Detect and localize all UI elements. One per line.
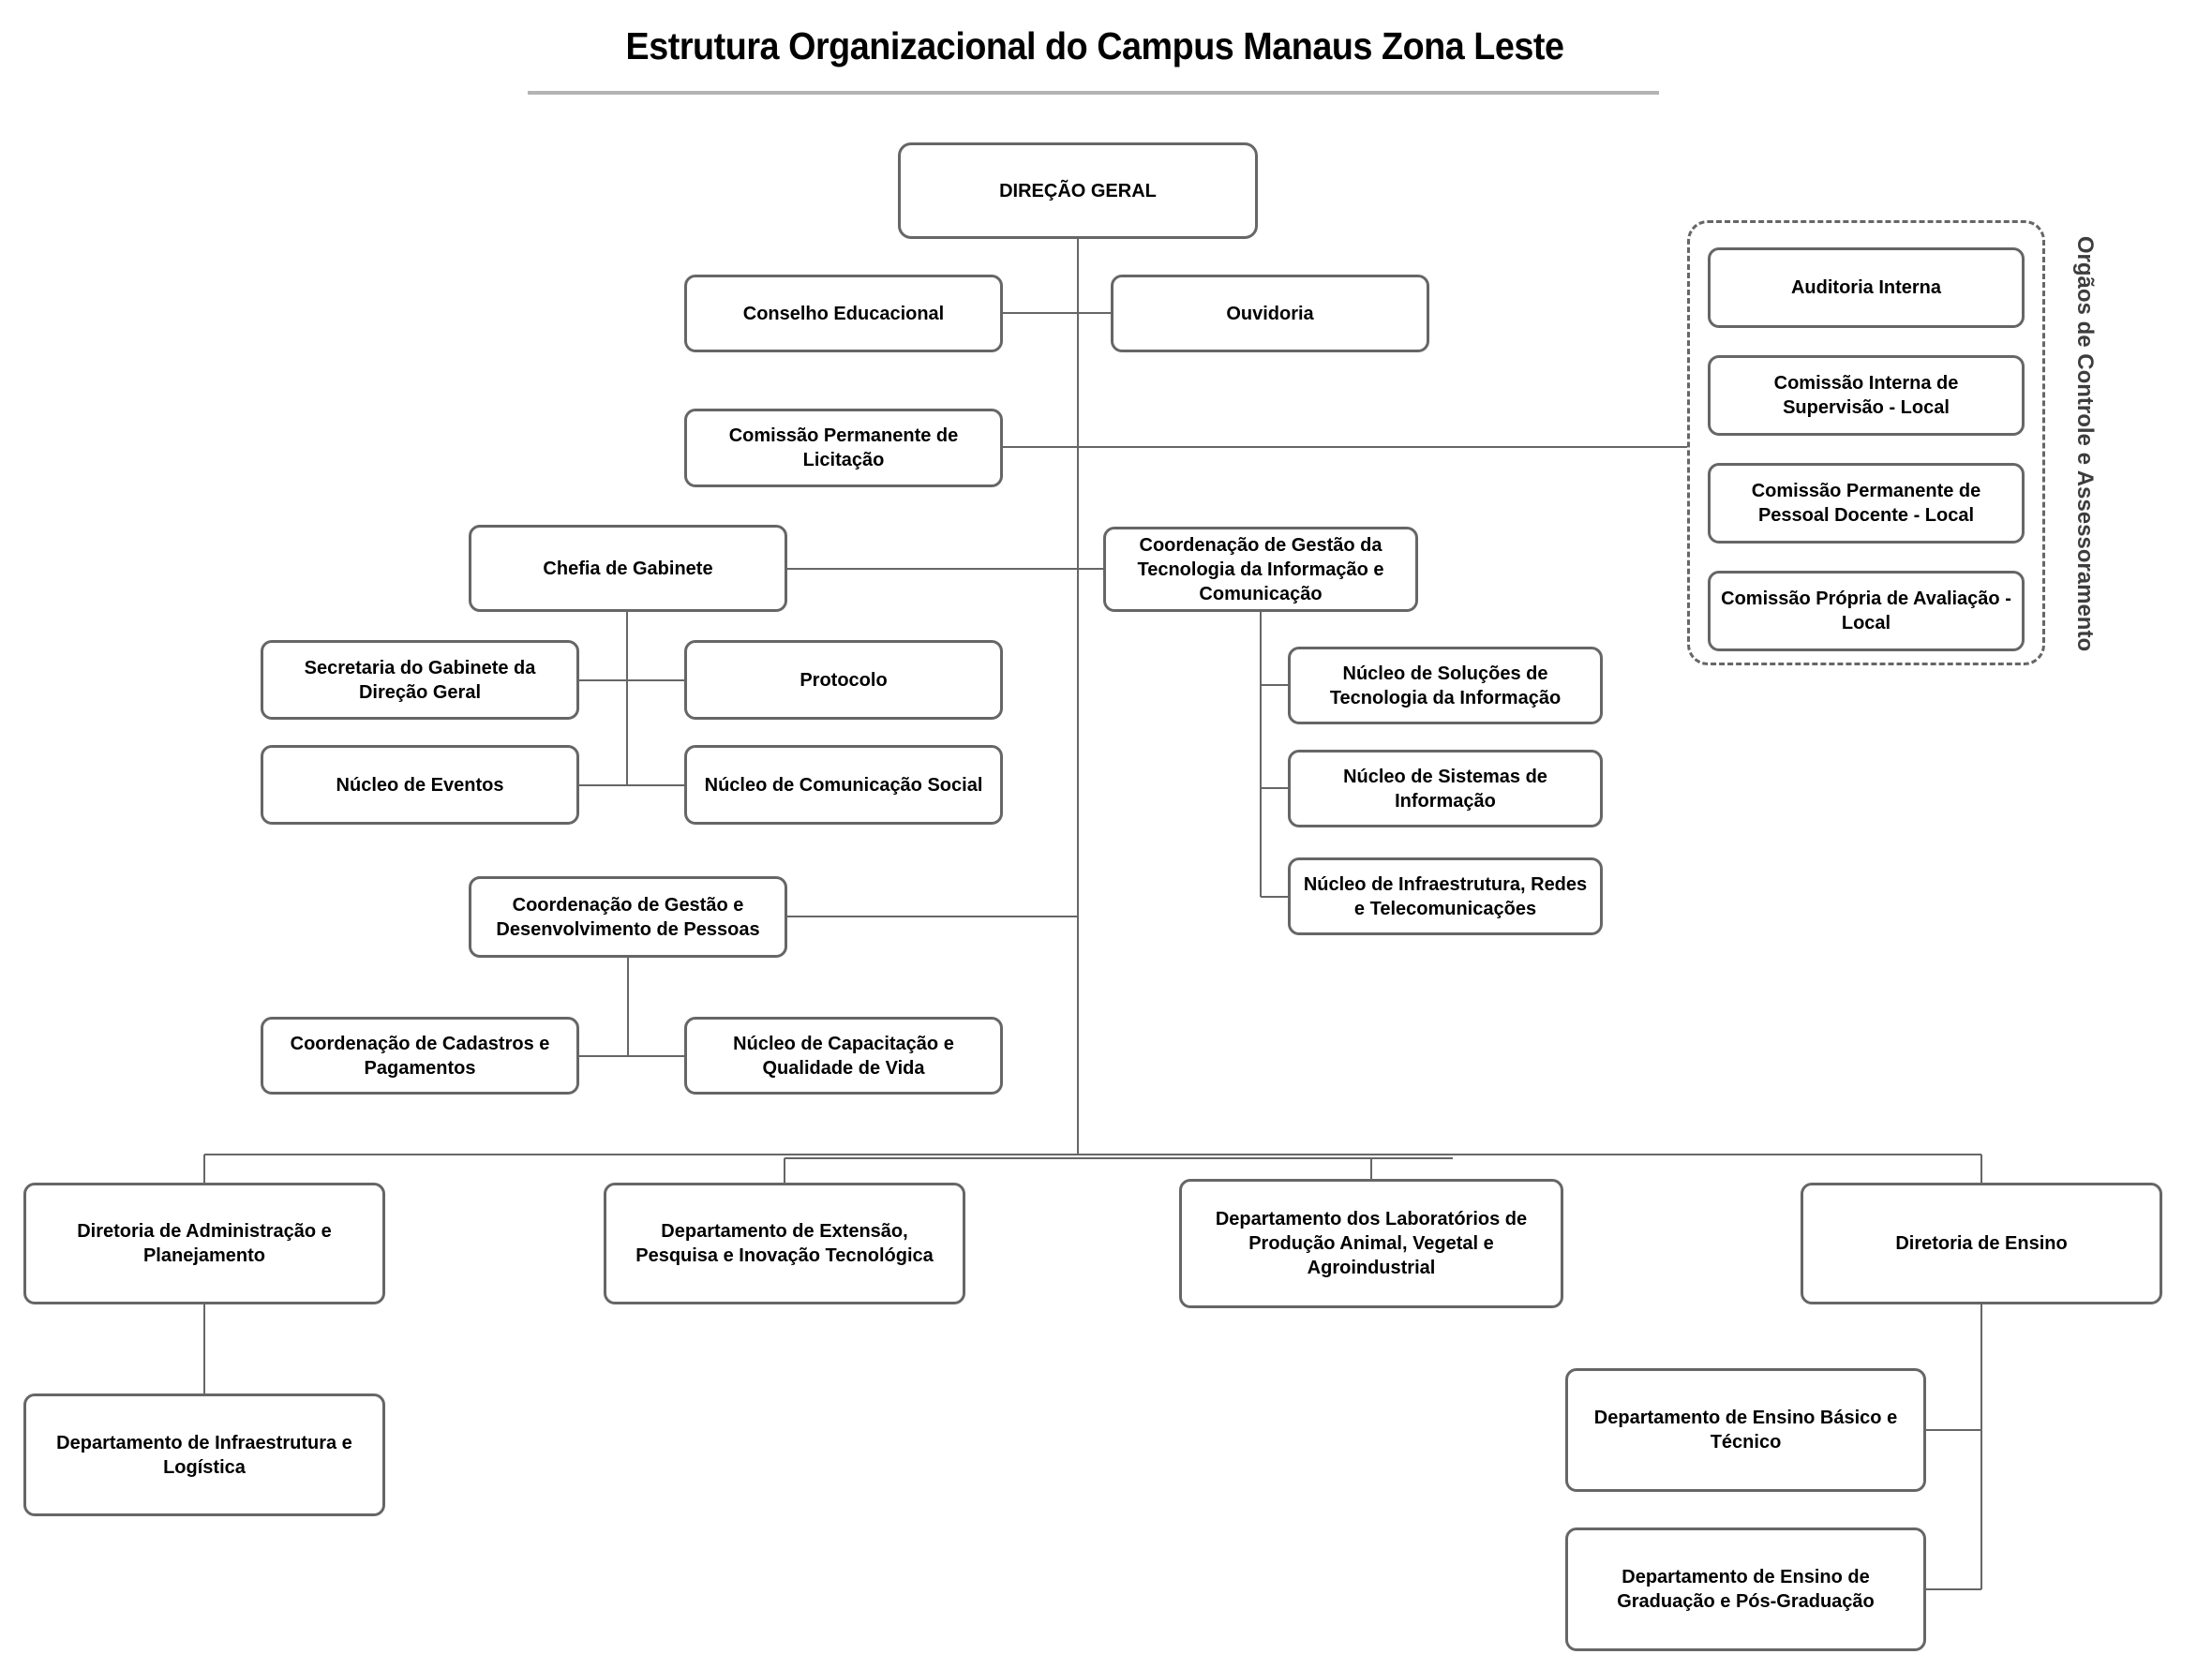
node-nucleo-solucoes-ti: Núcleo de Soluções de Tecnologia da Info… xyxy=(1288,647,1603,724)
node-ouvidoria: Ouvidoria xyxy=(1111,275,1429,352)
node-conselho-educacional: Conselho Educacional xyxy=(684,275,1003,352)
node-coordenacao-tic: Coordenação de Gestão da Tecnologia da I… xyxy=(1103,527,1418,612)
node-coordenacao-pessoas: Coordenação de Gestão e Desenvolvimento … xyxy=(469,876,787,958)
node-departamento-extensao: Departamento de Extensão, Pesquisa e Ino… xyxy=(604,1183,965,1304)
node-cadastros-pagamentos: Coordenação de Cadastros e Pagamentos xyxy=(261,1017,579,1095)
page-title-text: Estrutura Organizacional do Campus Manau… xyxy=(625,24,1564,67)
node-diretoria-administracao: Diretoria de Administração e Planejament… xyxy=(23,1183,385,1304)
control-group-container xyxy=(1687,220,2045,665)
node-direcao-geral: DIREÇÃO GERAL xyxy=(898,142,1258,239)
page-title: Estrutura Organizacional do Campus Manau… xyxy=(0,24,2190,68)
node-departamento-laboratorios: Departamento dos Laboratórios de Produçã… xyxy=(1179,1179,1563,1308)
node-protocolo: Protocolo xyxy=(684,640,1003,720)
node-nucleo-capacitacao: Núcleo de Capacitação e Qualidade de Vid… xyxy=(684,1017,1003,1095)
node-secretaria-gabinete: Secretaria do Gabinete da Direção Geral xyxy=(261,640,579,720)
node-ensino-graduacao: Departamento de Ensino de Graduação e Pó… xyxy=(1565,1527,1926,1651)
node-auditoria-interna: Auditoria Interna xyxy=(1708,247,2025,328)
node-departamento-infra-logistica: Departamento de Infraestrutura e Logísti… xyxy=(23,1393,385,1516)
node-nucleo-infra-redes: Núcleo de Infraestrutura, Redes e Teleco… xyxy=(1288,857,1603,935)
node-nucleo-eventos: Núcleo de Eventos xyxy=(261,745,579,825)
node-diretoria-ensino: Diretoria de Ensino xyxy=(1801,1183,2162,1304)
node-nucleo-comunicacao: Núcleo de Comunicação Social xyxy=(684,745,1003,825)
node-ensino-basico-tecnico: Departamento de Ensino Básico e Técnico xyxy=(1565,1368,1926,1492)
node-comissao-licitacao: Comissão Permanente de Licitação xyxy=(684,409,1003,487)
control-group-label: Orgãos de Controle e Assessoramento xyxy=(2072,235,2098,652)
node-comissao-supervisao: Comissão Interna de Supervisão - Local xyxy=(1708,355,2025,436)
title-underline xyxy=(528,91,1659,95)
node-comissao-pessoal-docente: Comissão Permanente de Pessoal Docente -… xyxy=(1708,463,2025,544)
node-comissao-avaliacao: Comissão Própria de Avaliação - Local xyxy=(1708,571,2025,651)
node-nucleo-sistemas: Núcleo de Sistemas de Informação xyxy=(1288,750,1603,827)
node-chefia-gabinete: Chefia de Gabinete xyxy=(469,525,787,612)
